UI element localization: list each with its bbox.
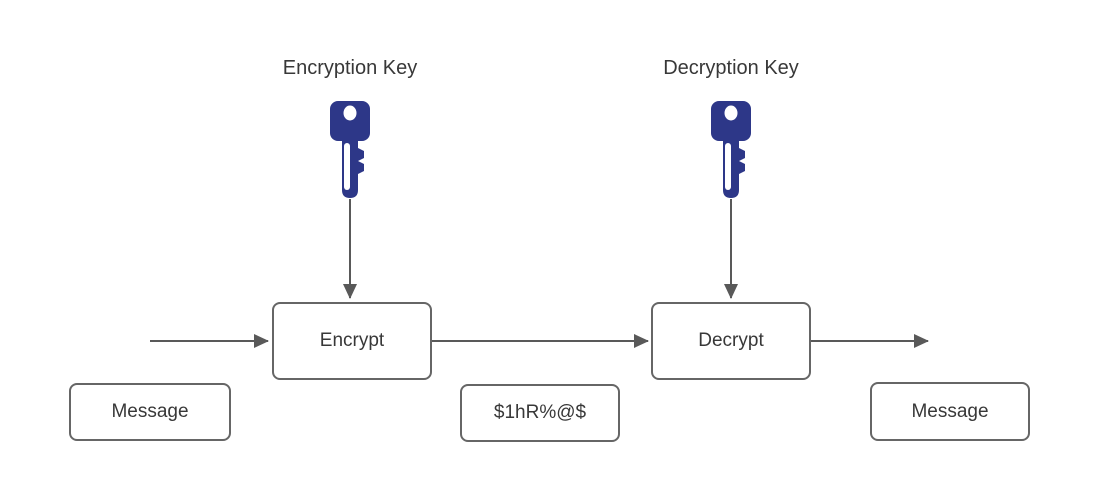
decrypt-node-label: Decrypt	[698, 330, 764, 351]
message-input-node: Message	[69, 383, 231, 441]
message-input-label: Message	[111, 401, 189, 422]
decryption-key-icon	[711, 101, 751, 198]
decryption-key-label: Decryption Key	[663, 57, 799, 79]
ciphertext-label: $1hR%@$	[493, 402, 587, 423]
encryption-key-icon	[330, 101, 370, 198]
message-output-label: Message	[911, 400, 989, 422]
decrypt-node: Decrypt	[651, 302, 811, 380]
encrypt-node: Encrypt	[272, 302, 432, 380]
encrypt-node-label: Encrypt	[319, 330, 385, 351]
encryption-key-label: Encryption Key	[282, 57, 418, 79]
message-output-node: Message	[870, 382, 1030, 441]
ciphertext-node: $1hR%@$	[460, 384, 620, 442]
